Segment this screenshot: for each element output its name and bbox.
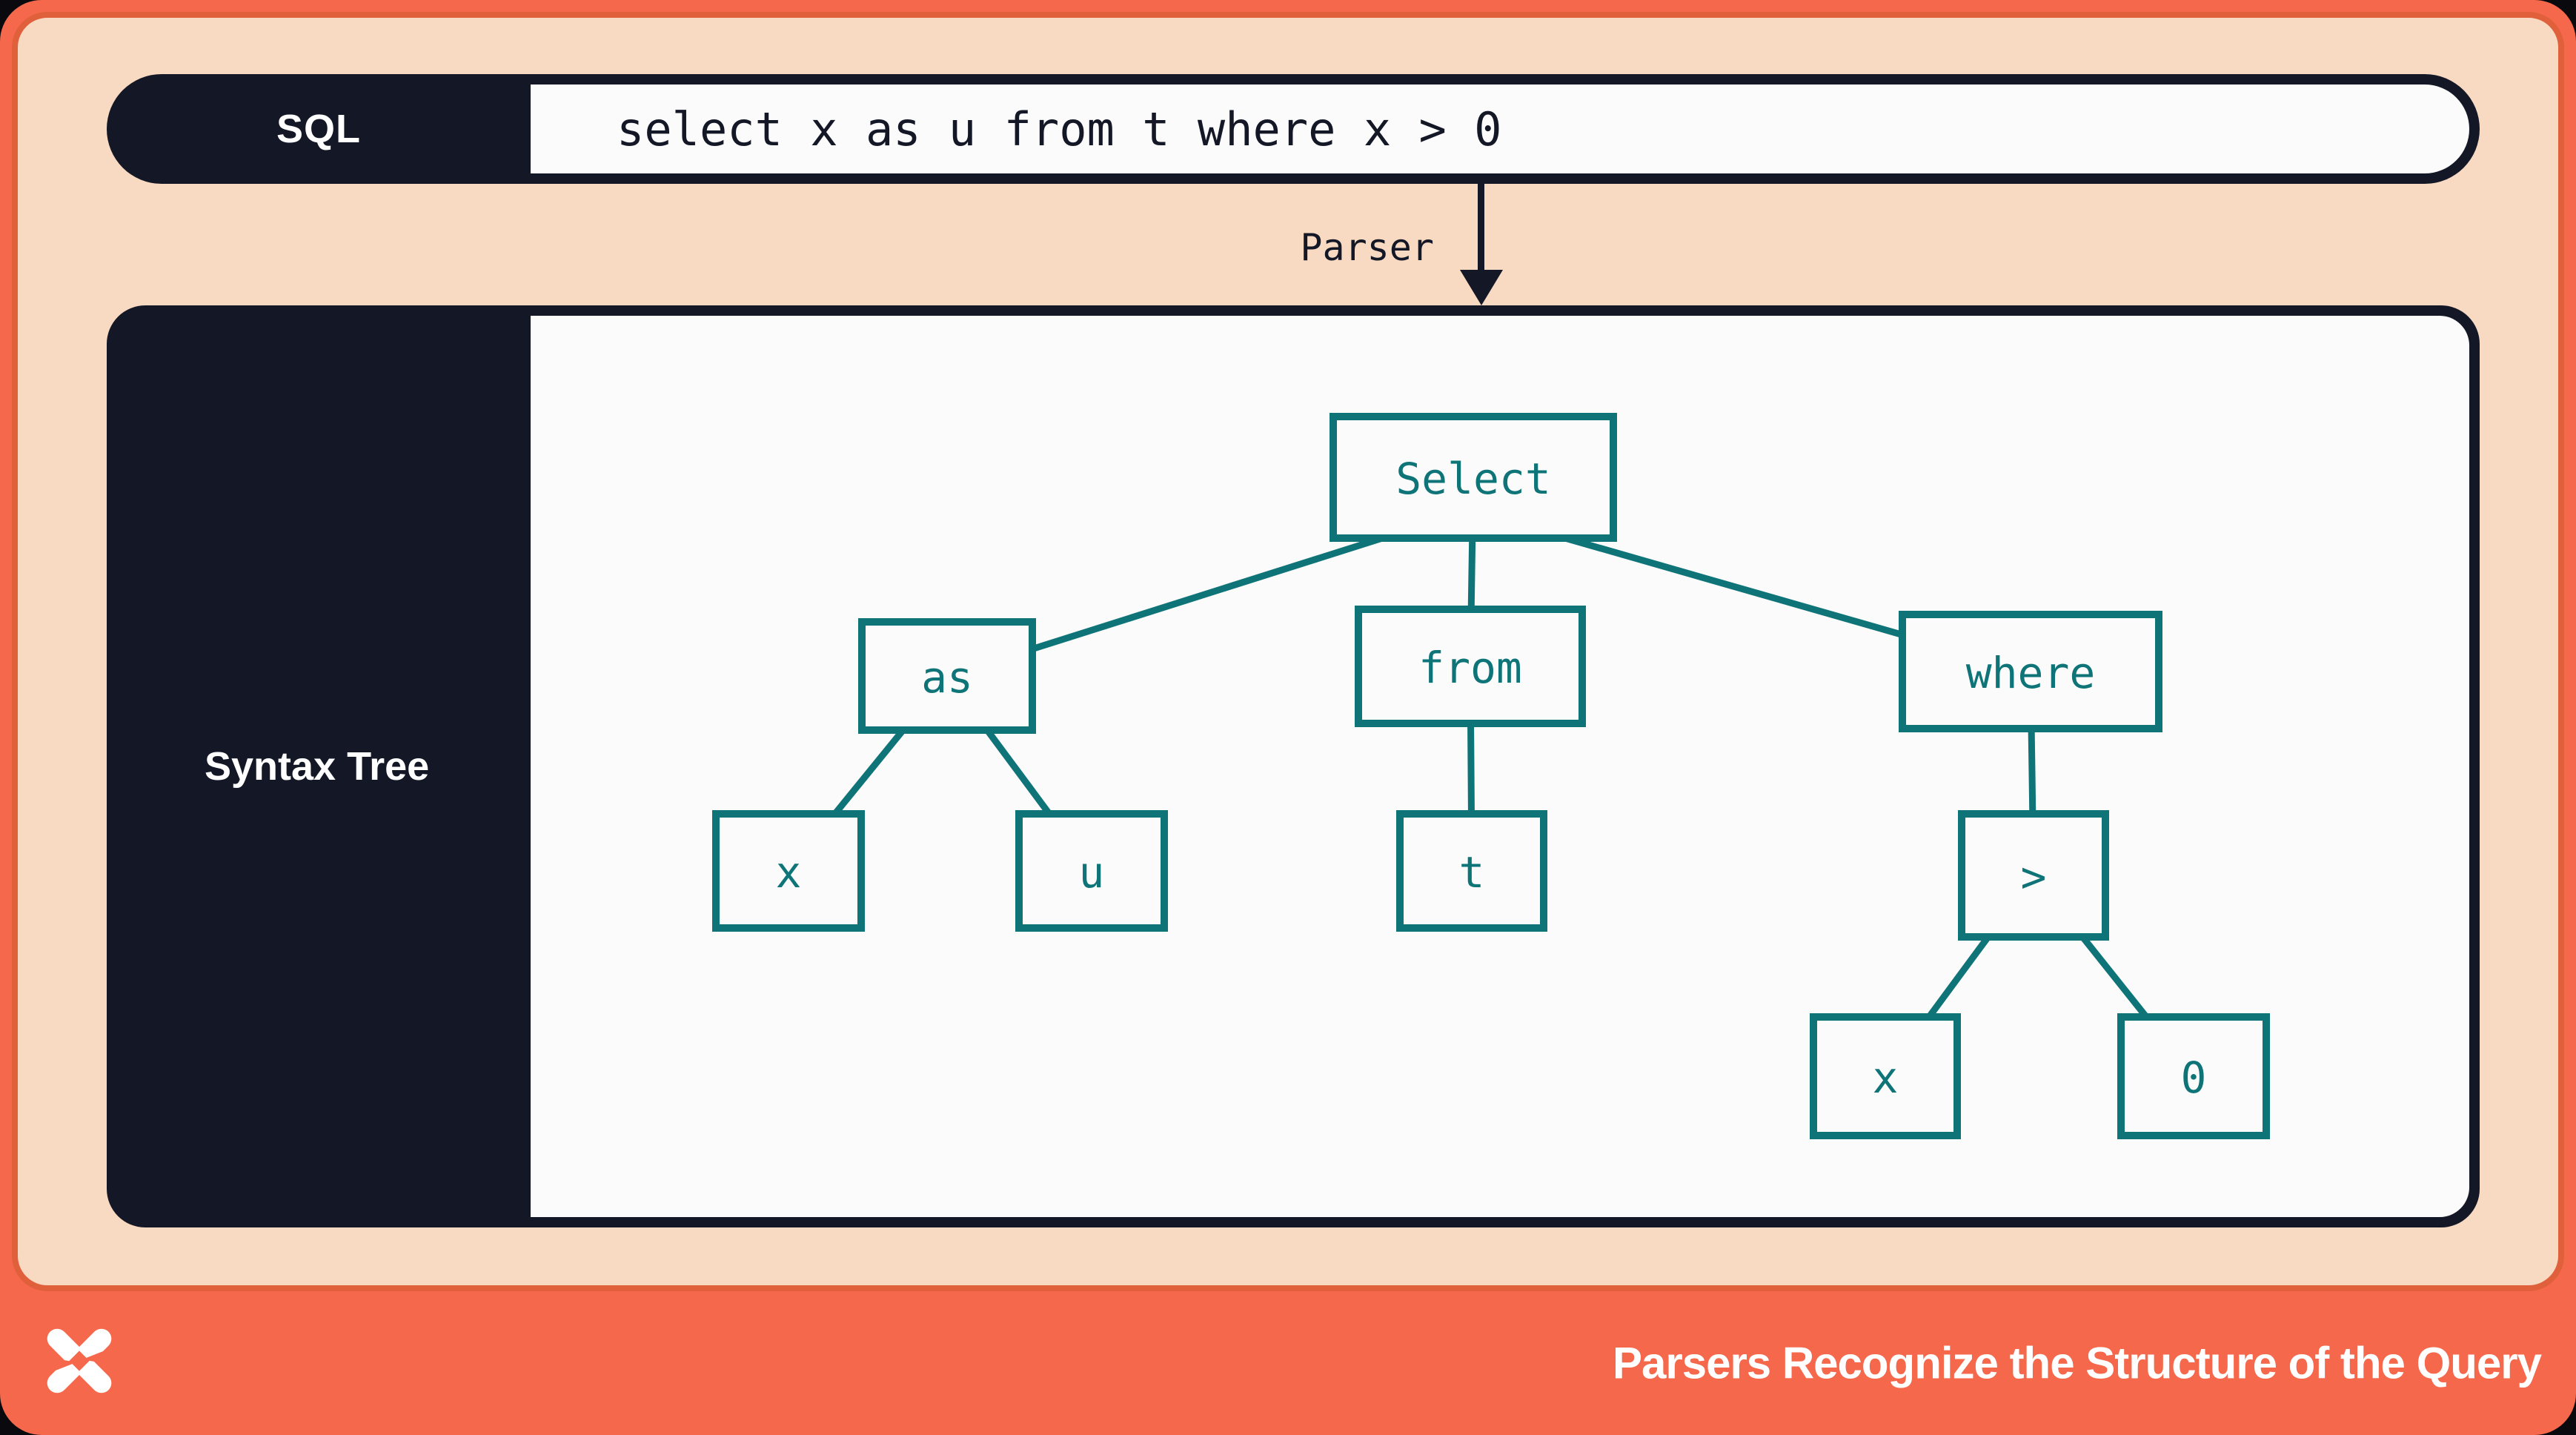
- brand-logo-icon: [42, 1325, 116, 1396]
- tree-node-box: [1810, 1013, 1961, 1139]
- sql-query-area: select x as u from t where x > 0: [531, 84, 2469, 173]
- tree-node-from: from: [1355, 606, 1586, 727]
- tree-node-label: from: [1418, 643, 1522, 693]
- tree-node-label: x: [776, 847, 802, 898]
- tree-node-where: where: [1899, 611, 2162, 732]
- tree-node-u: u: [1015, 810, 1168, 932]
- syntax-tree-panel-label: Syntax Tree: [205, 744, 430, 789]
- tree-node-label: >: [2021, 852, 2047, 902]
- tree-node-label: x: [1873, 1053, 1899, 1103]
- footer-caption: Parsers Recognize the Structure of the Q…: [1612, 1338, 2542, 1388]
- tree-node-label: where: [1966, 648, 2096, 698]
- tree-node-box: [858, 618, 1036, 734]
- tree-node-t: t: [1396, 810, 1547, 932]
- tree-node-box: [1015, 810, 1168, 932]
- parser-label: Parser: [1300, 226, 1434, 269]
- tree-node-x2: x: [1810, 1013, 1961, 1139]
- pinwheel-x-logo-icon: [44, 1328, 115, 1393]
- sql-bar: SQL select x as u from t where x > 0: [107, 74, 2480, 184]
- tree-node-label: t: [1459, 847, 1485, 898]
- tree-node-gt: >: [1958, 810, 2109, 941]
- sql-query-text: select x as u from t where x > 0: [617, 102, 1502, 156]
- footer-bar: Parsers Recognize the Structure of the Q…: [0, 1291, 2576, 1435]
- sql-bar-label: SQL: [276, 107, 361, 151]
- tree-node-label: Select: [1395, 454, 1551, 504]
- tree-node-as: as: [858, 618, 1036, 734]
- parser-arrow-line: [1478, 184, 1484, 277]
- tree-node-label: as: [921, 652, 973, 703]
- tree-node-box: [1958, 810, 2109, 941]
- tree-node-select: Select: [1330, 413, 1617, 542]
- tree-node-label: 0: [2181, 1053, 2207, 1103]
- tree-node-box: [1330, 413, 1617, 542]
- tree-node-label: u: [1079, 847, 1105, 898]
- tree-node-box: [712, 810, 865, 932]
- tree-node-x1: x: [712, 810, 865, 932]
- tree-node-box: [1396, 810, 1547, 932]
- tree-node-box: [1355, 606, 1586, 727]
- tree-node-box: [1899, 611, 2162, 732]
- tree-node-box: [2117, 1013, 2270, 1139]
- parser-arrow-head-icon: [1460, 270, 1503, 305]
- syntax-tree-diagram: Select as from where x u t > x 0: [712, 413, 2270, 1139]
- sql-bar-label-zone: SQL: [107, 74, 531, 184]
- tree-node-zero: 0: [2117, 1013, 2270, 1139]
